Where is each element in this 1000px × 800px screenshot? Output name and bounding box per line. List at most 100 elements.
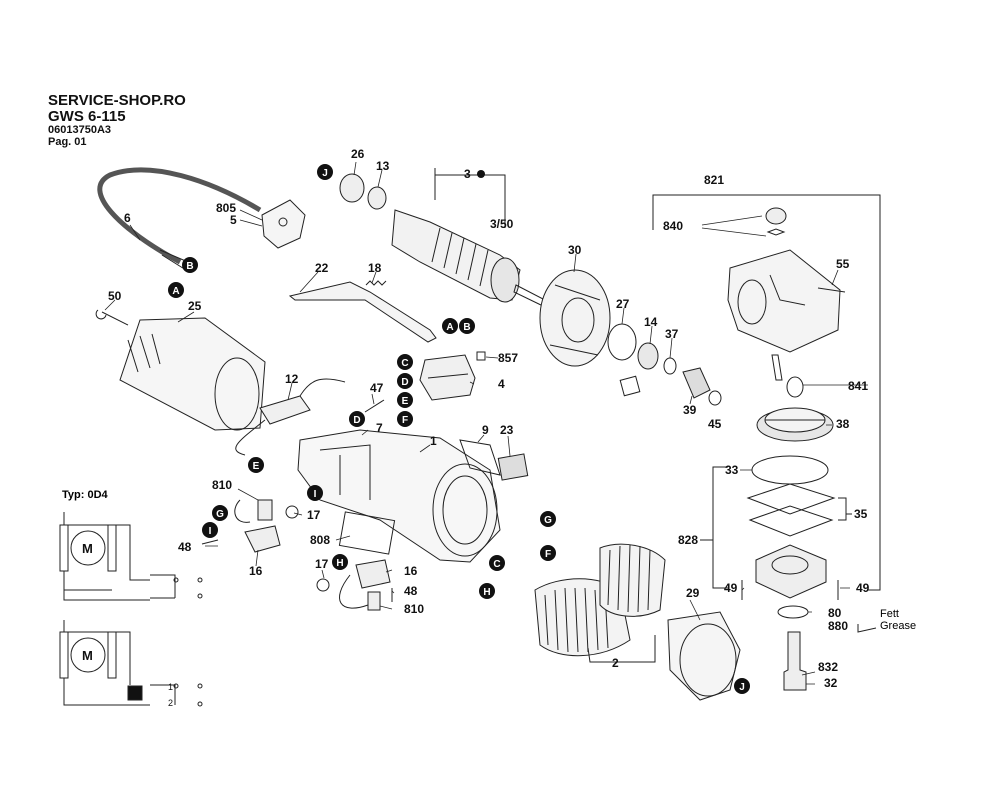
callout-D2: D (349, 411, 365, 427)
label-821: 821 (704, 173, 724, 187)
insulation-808 (338, 511, 396, 555)
label-48b: 48 (404, 584, 418, 598)
label-805: 805 (216, 201, 236, 215)
label-30: 30 (568, 243, 582, 257)
label-48a: 48 (178, 540, 192, 554)
cord-wire-ends (159, 249, 189, 271)
label-16b: 16 (404, 564, 418, 578)
bearing-26 (339, 173, 365, 203)
screw-55 (817, 287, 846, 293)
grease-note: Fett Grease (880, 608, 916, 632)
page-number: Pag. 01 (48, 136, 87, 148)
screw-47 (364, 399, 385, 413)
label-37: 37 (665, 327, 679, 341)
label-810b: 810 (404, 602, 424, 616)
spring-18 (365, 280, 387, 286)
washer-37 (663, 357, 677, 375)
label-55: 55 (836, 257, 850, 271)
label-9: 9 (482, 423, 489, 437)
callout-E1: E (397, 392, 413, 408)
svg-text:G: G (216, 509, 224, 520)
svg-text:E: E (253, 461, 260, 472)
svg-text:C: C (493, 559, 500, 570)
label-50: 50 (108, 289, 122, 303)
label-832: 832 (818, 660, 838, 674)
label-18: 18 (368, 261, 382, 275)
bracket-2 (587, 635, 656, 663)
svg-text:F: F (545, 549, 551, 560)
field-coil-2 (534, 543, 666, 657)
wiring-diagram-1 (59, 512, 203, 601)
switch-term-2: 2 (168, 698, 173, 708)
callout-E2: E (248, 457, 264, 473)
callout-J1: J (317, 164, 333, 180)
label-32: 32 (824, 676, 838, 690)
pinion-39 (682, 367, 711, 399)
nose-cone-29 (667, 611, 741, 701)
bracket-35 (838, 497, 852, 521)
plug (261, 199, 306, 249)
svg-text:A: A (446, 322, 453, 333)
bearing-841 (786, 376, 804, 398)
bearing-13 (367, 186, 387, 210)
shop-name: SERVICE-SHOP.RO (48, 92, 186, 109)
callout-J2: J (734, 678, 750, 694)
label-5: 5 (230, 213, 237, 227)
label-6: 6 (124, 211, 131, 225)
callout-C2: C (489, 555, 505, 571)
grease-symbol (857, 624, 877, 633)
o-ring-33 (751, 455, 829, 485)
callout-B2: B (459, 318, 475, 334)
label-1: 1 (430, 434, 437, 448)
label-808: 808 (310, 533, 330, 547)
label-841: 841 (848, 379, 868, 393)
cover-25 (119, 317, 266, 431)
armature (391, 209, 546, 307)
svg-text:H: H (336, 558, 343, 569)
label-45: 45 (708, 417, 722, 431)
bullet-dot (477, 170, 485, 178)
label-3-50: 3/50 (490, 217, 514, 231)
svg-text:A: A (172, 286, 179, 297)
capacitor-12 (235, 378, 346, 456)
callout-I1: I (307, 485, 323, 501)
label-857: 857 (498, 351, 518, 365)
pin-stud (771, 354, 783, 381)
leader-lines (104, 161, 868, 685)
label-35: 35 (854, 507, 868, 521)
screw-48a (201, 539, 219, 545)
ring-27 (607, 323, 637, 361)
grease-note-en: Grease (880, 620, 917, 632)
callout-G2: G (540, 511, 556, 527)
label-49b: 49 (856, 581, 870, 595)
callout-H2: H (479, 583, 495, 599)
brush-assembly-16a (234, 499, 299, 553)
nut-45 (708, 390, 722, 406)
spring-840 (766, 228, 786, 236)
switch-term-1: 1 (168, 682, 173, 692)
svg-text:C: C (401, 358, 408, 369)
label-25: 25 (188, 299, 202, 313)
plug-pin (278, 217, 288, 227)
callout-F1: F (397, 411, 413, 427)
callout-A1: A (168, 282, 184, 298)
label-3: 3 (464, 167, 471, 181)
bearing-flange-828 (755, 544, 827, 599)
svg-text:B: B (463, 322, 470, 333)
switch-4 (419, 351, 486, 401)
gear-head-housing (727, 249, 841, 353)
label-47: 47 (370, 381, 384, 395)
plug-cap (765, 207, 787, 225)
label-17a: 17 (307, 508, 321, 522)
svg-text:J: J (322, 168, 328, 179)
lock-lever-22 (288, 281, 437, 343)
svg-text:D: D (401, 377, 408, 388)
label-27: 27 (616, 297, 630, 311)
spindle-32 (783, 631, 807, 691)
label-17b: 17 (315, 557, 329, 571)
svg-text:B: B (186, 261, 193, 272)
label-13: 13 (376, 159, 390, 173)
label-49a: 49 (724, 581, 738, 595)
part-code: 06013750A3 (48, 124, 112, 136)
clip-part (619, 375, 641, 397)
